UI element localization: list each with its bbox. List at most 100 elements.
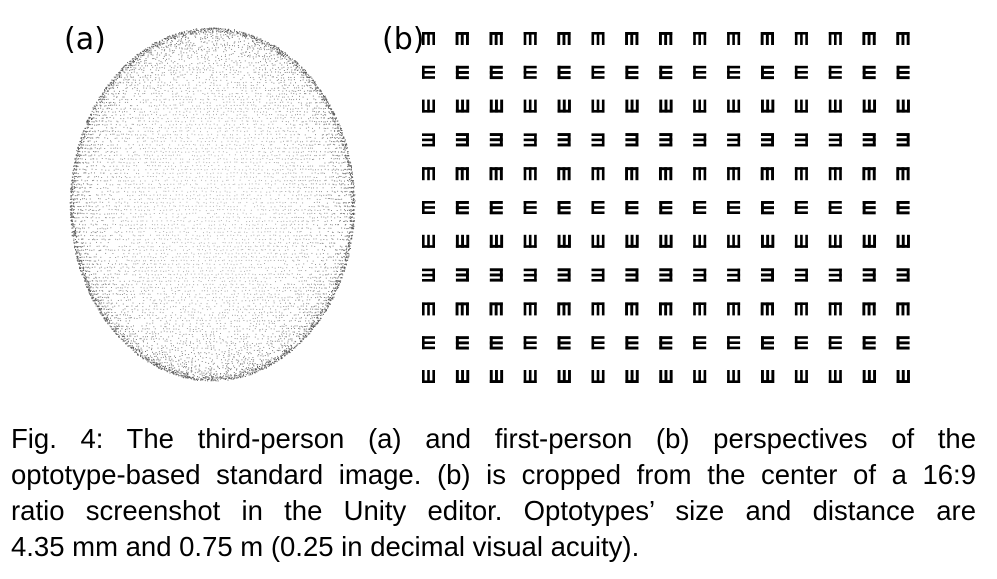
optotype-e-down (760, 167, 774, 181)
optotype-e-up (659, 370, 673, 383)
optotype-e-right (422, 65, 435, 79)
optotype-e-right (862, 201, 876, 215)
optotype-e-left (557, 133, 571, 147)
optotype-e-down (422, 32, 435, 45)
optotype-e-right (794, 336, 808, 350)
optotype-e-up (489, 99, 504, 113)
optotype-e-up (625, 99, 639, 113)
optotype-e-down (422, 167, 435, 181)
optotype-e-down (422, 302, 435, 316)
panel-a-label: (a) (64, 22, 106, 57)
optotype-e-down (828, 302, 842, 316)
optotype-e-up (422, 99, 435, 113)
optotype-e-up (862, 99, 877, 113)
panel-b-optotype-grid (418, 28, 918, 388)
optotype-e-down (794, 32, 808, 45)
optotype-e-up (727, 234, 741, 248)
optotype-e-right (591, 65, 605, 79)
optotype-e-right (489, 65, 503, 80)
optotype-e-down (455, 167, 469, 181)
optotype-e-down (489, 167, 503, 181)
optotype-e-down (658, 32, 673, 45)
optotype-e-up (727, 99, 741, 113)
optotype-e-left (828, 133, 842, 147)
optotype-e-right (489, 201, 503, 215)
optotype-e-left (862, 268, 876, 282)
optotype-e-left (727, 268, 741, 282)
optotype-e-right (862, 65, 876, 80)
optotype-e-down (489, 32, 503, 45)
optotype-e-up (659, 99, 673, 113)
optotype-e-left (591, 268, 605, 282)
optotype-e-right (761, 65, 774, 80)
optotype-e-right (862, 336, 876, 350)
optotype-e-down (862, 302, 876, 316)
optotype-e-right (557, 65, 571, 80)
optotype-e-down (557, 32, 571, 45)
optotype-e-down (455, 32, 469, 45)
optotype-e-up (862, 370, 877, 383)
optotype-e-right (896, 201, 910, 215)
optotype-e-down (760, 32, 774, 45)
optotype-e-up (761, 99, 775, 113)
optotype-e-up (828, 370, 842, 383)
optotype-e-left (489, 268, 503, 282)
optotype-e-left (659, 268, 673, 282)
optotype-e-down (523, 302, 537, 316)
caption-line-1: Fig. 4: The third-person (a) and first-p… (11, 423, 976, 454)
optotype-e-right (557, 336, 571, 350)
optotype-e-down (727, 302, 741, 316)
optotype-e-right (693, 201, 707, 214)
optotype-e-left (591, 133, 605, 147)
optotype-e-down (828, 167, 842, 181)
optotype-e-right (659, 65, 673, 80)
optotype-e-left (693, 268, 707, 282)
panel-b-label: (b) (382, 22, 425, 57)
optotype-e-right (828, 201, 842, 214)
optotype-e-up (693, 370, 707, 383)
optotype-e-right (828, 336, 842, 350)
optotype-e-up (794, 99, 808, 113)
optotype-e-down (693, 32, 707, 45)
optotype-e-up (591, 234, 605, 248)
optotype-e-up (422, 234, 435, 248)
optotype-e-left (659, 133, 673, 147)
optotype-e-down (828, 32, 842, 45)
optotype-e-left (523, 133, 537, 147)
optotype-e-up (523, 99, 537, 113)
optotype-e-up (693, 234, 707, 248)
caption-line-4: 4.35 mm and 0.75 m (0.25 in decimal visu… (11, 531, 640, 562)
optotype-e-up (828, 234, 842, 248)
optotype-e-down (862, 167, 876, 181)
optotype-e-right (727, 336, 741, 350)
figure-caption: Fig. 4: The third-person (a) and first-p… (11, 421, 976, 565)
optotype-e-left (422, 268, 435, 282)
optotype-e-down (658, 167, 673, 181)
optotype-grid-svg (422, 32, 910, 383)
optotype-e-up (422, 370, 435, 383)
optotype-e-right (896, 65, 910, 80)
optotype-e-right (625, 336, 639, 350)
optotype-e-down (625, 302, 639, 316)
optotype-e-down (727, 32, 741, 45)
optotype-e-left (862, 133, 876, 147)
optotype-e-up (896, 370, 910, 383)
optotype-e-up (489, 370, 504, 383)
optotype-e-right (828, 65, 842, 79)
optotype-e-up (761, 370, 775, 383)
optotype-e-down (794, 167, 808, 181)
optotype-e-down (455, 302, 469, 316)
optotype-e-right (523, 201, 537, 214)
optotype-e-down (794, 302, 808, 316)
optotype-e-down (523, 32, 537, 45)
optotype-e-up (455, 99, 470, 113)
optotype-e-right (761, 201, 774, 215)
optotype-e-right (693, 65, 707, 79)
optotype-e-left (693, 133, 707, 147)
optotype-e-down (658, 302, 673, 316)
optotype-e-up (523, 234, 537, 248)
optotype-e-down (591, 32, 605, 45)
sphere-points (69, 27, 356, 382)
optotype-e-right (659, 201, 673, 215)
optotype-e-up (896, 99, 910, 113)
